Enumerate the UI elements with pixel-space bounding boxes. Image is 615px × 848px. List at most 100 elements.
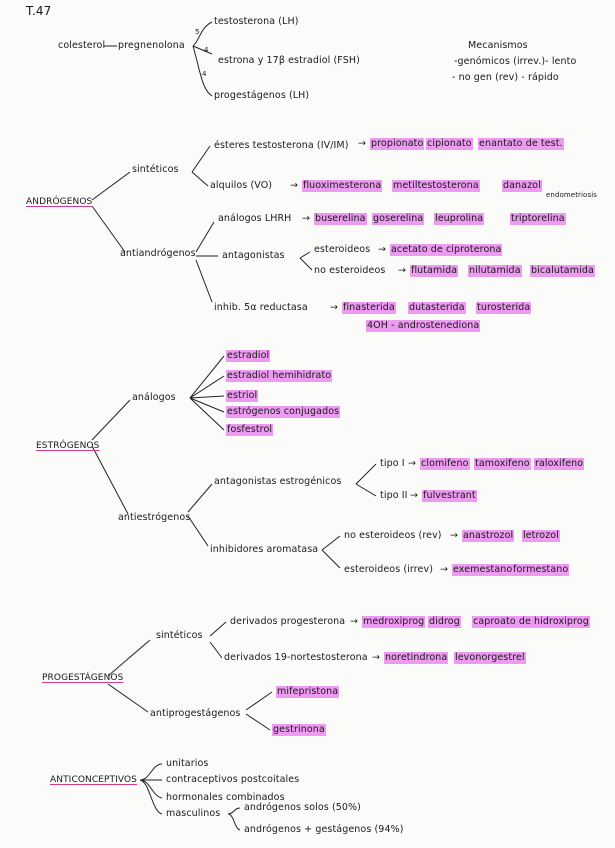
brace-ac-4 [139, 779, 163, 815]
arrow-antiandrogenos [91, 205, 126, 253]
drug-4oh: 4OH - androstenediona [366, 320, 481, 332]
drug-estriol: estriol [226, 390, 259, 402]
label-antagonistas: antagonistas [222, 250, 285, 261]
label-colesterol: colesterol [58, 40, 106, 51]
label-progestagenos-top: progestágenos (LH) [214, 90, 310, 101]
drug-metiltestosterona: metiltestosterona [392, 180, 480, 192]
drug-clomifeno: clomifeno [420, 458, 470, 470]
arrow-no-est-rev [321, 535, 341, 551]
drug-estradiol: estradiol [226, 350, 271, 362]
label-antiprogestagenos: antiprogestágenos [150, 708, 241, 719]
brace-anticonceptivos [139, 763, 163, 781]
note-endometriosis: endometriosis [546, 191, 597, 199]
heading-androgenos: ANDRÓGENOS [26, 197, 93, 207]
label-sinteticos-p: sintéticos [156, 630, 203, 641]
drug-noretindrona: noretindrona [384, 652, 449, 664]
arrow-progestagenos [192, 45, 213, 97]
label-esteroideos: esteroideos [314, 244, 371, 255]
arrow-e5 [189, 397, 225, 431]
drug-dutasterida: dutasterida [408, 302, 466, 314]
label-tipo1: tipo I [380, 458, 405, 469]
drug-buserelina: buserelina [314, 213, 367, 225]
brace-masc-1 [227, 807, 241, 815]
label-derivados-19: derivados 19-nortestosterona [224, 652, 368, 663]
arrow-antiestrogenos [91, 445, 129, 515]
drug-letrozol: letrozol [522, 530, 560, 542]
drug-enantato: enantato de test. [478, 138, 564, 150]
arrow-testosterona [192, 21, 213, 47]
drug-leuprolina: leuprolina [434, 213, 485, 225]
drug-fluoximesterona: fluoximesterona [302, 180, 383, 192]
arrow-deriv-19 [209, 641, 223, 659]
arrow-sinteticos-p [107, 639, 151, 677]
label-inhib: inhib. 5α reductasa [214, 302, 308, 313]
label-derivados-progesterona: derivados progesterona [230, 616, 346, 627]
arrow-deriv-prog [209, 621, 227, 637]
label-testosterona: testosterona (LH) [214, 16, 299, 27]
drug-cipionato: cipionato [426, 138, 473, 150]
label-esteres: ésteres testosterona (IV/IM) [214, 140, 349, 151]
arrow-inhibidores [187, 515, 209, 547]
drug-mifepristona: mifepristona [276, 686, 340, 698]
brace-ac-3 [139, 779, 163, 799]
label-nogen: - no gen (rev) - rápido [452, 72, 559, 83]
drug-nilutamida: nilutamida [468, 265, 522, 277]
arrow-tipo1 [355, 463, 377, 485]
drug-didrog: didrog [428, 616, 461, 628]
arrow-esteres [191, 145, 211, 173]
drug-bicalutamida: bicalutamida [530, 265, 595, 277]
page-title: T.47 [26, 4, 52, 18]
arrow-alquilos [191, 171, 209, 187]
arrow-mife [245, 691, 273, 711]
label-n4b: 4 [202, 70, 207, 78]
arrow-e1 [189, 355, 225, 399]
label-tipo2: tipo II [380, 490, 408, 501]
drug-turosterida: turosterida [476, 302, 532, 314]
label-andro-solos: andrógenos solos (50%) [244, 802, 361, 813]
drug-hemihidrato: estradiol hemihidrato [226, 370, 333, 382]
label-esteroideos-irrev: esteroideos (irrev) [344, 564, 434, 575]
drug-fosfestrol: fosfestrol [226, 424, 274, 436]
heading-estrogenos: ESTRÓGENOS [36, 441, 100, 451]
label-pregnenolona: pregnenolona [118, 40, 185, 51]
label-postcoitales: contraceptivos postcoitales [166, 774, 300, 785]
drug-conjugados: estrógenos conjugados [226, 406, 341, 418]
drug-gestrinona: gestrinona [272, 724, 326, 736]
arrow-sinteticos [91, 171, 131, 201]
label-analogos: análogos [132, 392, 176, 403]
arrow-e3 [189, 395, 225, 399]
label-inhibidores-aromatasa: inhibidores aromatasa [210, 544, 319, 555]
drug-exemestano: exemestano [452, 564, 514, 576]
drug-formestano: formestano [512, 564, 570, 576]
heading-anticonceptivos: ANTICONCEPTIVOS [50, 775, 137, 785]
arrow-est-irrev [321, 549, 341, 569]
arrow-esteroideos [299, 251, 311, 259]
drug-medroxiprog: medroxiprog [362, 616, 426, 628]
label-no-esteroideos: no esteroideos [314, 265, 386, 276]
label-analogos-lhrh: análogos LHRH [218, 213, 292, 224]
brace-masc-2 [227, 813, 241, 831]
label-andro-gest: andrógenos + gestágenos (94%) [244, 824, 404, 835]
drug-anastrozol: anastrozol [462, 530, 515, 542]
label-alquilos: alquilos (VO) [210, 180, 273, 191]
drug-ciproterona: acetato de ciproterona [390, 244, 503, 256]
label-antiestrogenos: antiestrógenos [118, 512, 191, 523]
drug-propionato: propionato [370, 138, 425, 150]
heading-progestagenos: PROGESTÁGENOS [42, 673, 124, 683]
arrow-antiprog [107, 683, 149, 713]
label-hormonales: hormonales combinados [166, 792, 285, 803]
arrow-estrona [192, 45, 213, 55]
arrow-no-esteroideos [299, 257, 313, 271]
label-n4a: 4 [204, 46, 209, 54]
label-antiandrogenos: antiandrógenos [120, 248, 196, 259]
arrow-analogos-lhrh [195, 221, 215, 253]
drug-triptorelina: triptorelina [510, 213, 566, 225]
drug-goserelina: goserelina [372, 213, 425, 225]
drug-finasterida: finasterida [342, 302, 396, 314]
label-n5: 5 [195, 28, 200, 36]
drug-flutamida: flutamida [410, 265, 459, 277]
label-antagonistas-estrogenicos: antagonistas estrogénicos [214, 476, 342, 487]
drug-raloxifeno: raloxifeno [534, 458, 585, 470]
arrow-tipo2 [355, 483, 377, 497]
